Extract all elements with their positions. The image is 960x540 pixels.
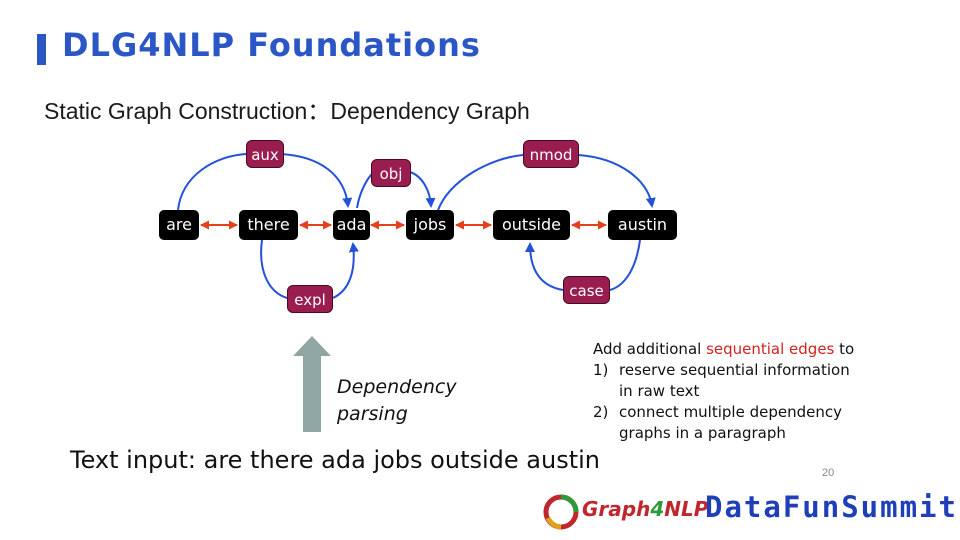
- note-highlight: sequential edges: [706, 340, 835, 358]
- graph4nlp-prefix: Graph: [582, 497, 651, 521]
- note-intro-after: to: [834, 340, 855, 358]
- page-title: DLG4NLP Foundations: [62, 26, 481, 64]
- parsing-arrow-icon: [293, 336, 331, 432]
- graph4nlp-digit: 4: [650, 497, 665, 521]
- node-ada: ada: [333, 210, 370, 240]
- note-intro: Add additional sequential edges to: [593, 339, 865, 360]
- graph4nlp-suffix: NLP: [664, 497, 709, 521]
- graph4nlp-logo-icon: [543, 494, 579, 530]
- graph4nlp-logo: Graph4NLP: [582, 497, 708, 521]
- note-item-text: reserve sequential information in raw te…: [619, 361, 850, 400]
- title-accent-bar: [37, 34, 46, 65]
- edge-obj: [356, 171, 431, 208]
- note-item-number: 1): [593, 361, 609, 379]
- text-input-sentence: Text input: are there ada jobs outside a…: [70, 446, 600, 474]
- node-outside: outside: [493, 210, 570, 240]
- note-item: 1) reserve sequential information in raw …: [593, 360, 865, 402]
- note-intro-before: Add additional: [593, 340, 707, 358]
- node-jobs: jobs: [406, 210, 454, 240]
- node-austin: austin: [608, 210, 677, 240]
- page-number: 20: [822, 467, 835, 479]
- edge-aux: [177, 153, 348, 210]
- edge-case: [530, 240, 641, 291]
- sequential-edges-note: Add additional sequential edges to 1) res…: [593, 339, 865, 444]
- dep-label-nmod: nmod: [523, 140, 579, 168]
- edge-nmod: [437, 154, 652, 210]
- dep-label-expl: expl: [287, 285, 333, 313]
- datafunsummit-logo: DataFunSummit: [705, 490, 958, 524]
- parsing-label: Dependency parsing: [337, 374, 457, 428]
- note-item-text: connect multiple dependency graphs in a …: [619, 403, 842, 442]
- parsing-label-line-2: parsing: [337, 403, 408, 425]
- note-item: 2) connect multiple dependency graphs in …: [593, 402, 865, 444]
- note-item-number: 2): [593, 403, 609, 421]
- dep-label-case: case: [563, 276, 610, 304]
- edge-expl: [260, 240, 354, 299]
- node-are: are: [159, 210, 199, 240]
- dep-label-obj: obj: [371, 159, 411, 187]
- parsing-label-line-1: Dependency: [337, 376, 457, 398]
- node-there: there: [239, 210, 298, 240]
- slide-subtitle: Static Graph Construction：Dependency Gra…: [44, 98, 530, 124]
- note-list: 1) reserve sequential information in raw …: [593, 360, 865, 444]
- dep-label-aux: aux: [246, 140, 284, 168]
